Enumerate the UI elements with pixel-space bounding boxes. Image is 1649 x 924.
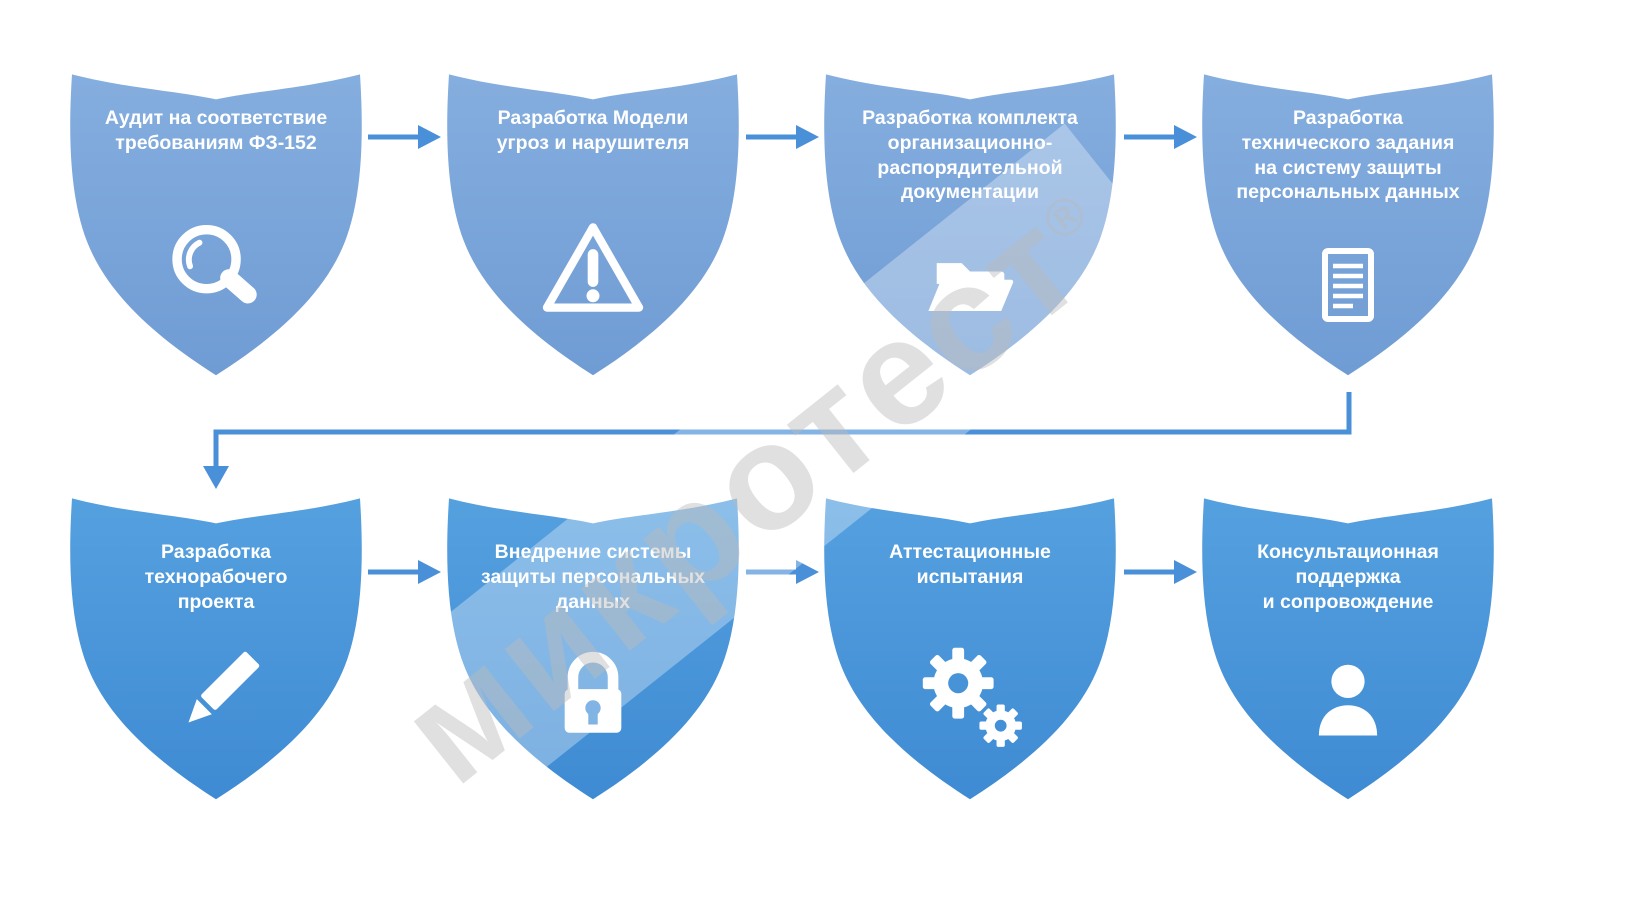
step-5-shield: Разработка технорабочего проекта xyxy=(66,490,366,802)
step-6-label: Внедрение системы защиты персональных да… xyxy=(481,541,705,613)
step-1-label: Аудит на соответствие требованиям ФЗ-152 xyxy=(104,107,328,154)
step-4-shield: Разработка технического задания на систе… xyxy=(1198,66,1498,378)
step-1-shield: Аудит на соответствие требованиям ФЗ-152 xyxy=(66,66,366,378)
arrow-step1-step2 xyxy=(368,125,441,149)
shield-shape xyxy=(70,74,362,376)
step-5-label: Разработка технорабочего проекта xyxy=(144,541,288,613)
gears-icon xyxy=(911,636,1029,754)
shield-shape xyxy=(824,74,1116,376)
step-4-label: Разработка технического задания на систе… xyxy=(1236,107,1460,204)
shield-shape xyxy=(1202,498,1494,800)
step-8-shield: Консультационная поддержка и сопровожден… xyxy=(1198,490,1498,802)
magnifier-icon xyxy=(157,212,275,330)
shield-shape xyxy=(447,498,739,800)
step-6-shield: Внедрение системы защиты персональных да… xyxy=(443,490,743,802)
pencil-icon xyxy=(157,636,275,754)
warning-triangle-icon xyxy=(534,212,652,330)
open-folder-icon xyxy=(918,234,1022,338)
shield-shape xyxy=(824,498,1116,800)
step-7-shield: Аттестационные испытания xyxy=(820,490,1120,802)
shield-shape xyxy=(70,498,362,800)
shield-shape xyxy=(1202,74,1494,376)
document-icon xyxy=(1298,238,1398,338)
arrow-step4-step5 xyxy=(203,392,1352,489)
arrow-step5-step6 xyxy=(368,560,441,584)
padlock-icon xyxy=(534,636,652,754)
step-3-label: Разработка комплекта организационно- рас… xyxy=(862,107,1078,204)
arrow-step3-step4 xyxy=(1124,125,1197,149)
step-3-shield: Разработка комплекта организационно- рас… xyxy=(820,66,1120,378)
person-icon xyxy=(1296,646,1400,750)
arrow-step6-step7 xyxy=(746,560,819,584)
arrow-step7-step8 xyxy=(1124,560,1197,584)
step-7-label: Аттестационные испытания xyxy=(889,541,1051,588)
arrow-step2-step3 xyxy=(746,125,819,149)
step-2-shield: Разработка Модели угроз и нарушителя xyxy=(443,66,743,378)
step-8-label: Консультационная поддержка и сопровожден… xyxy=(1257,541,1439,613)
step-2-label: Разработка Модели угроз и нарушителя xyxy=(496,107,690,154)
